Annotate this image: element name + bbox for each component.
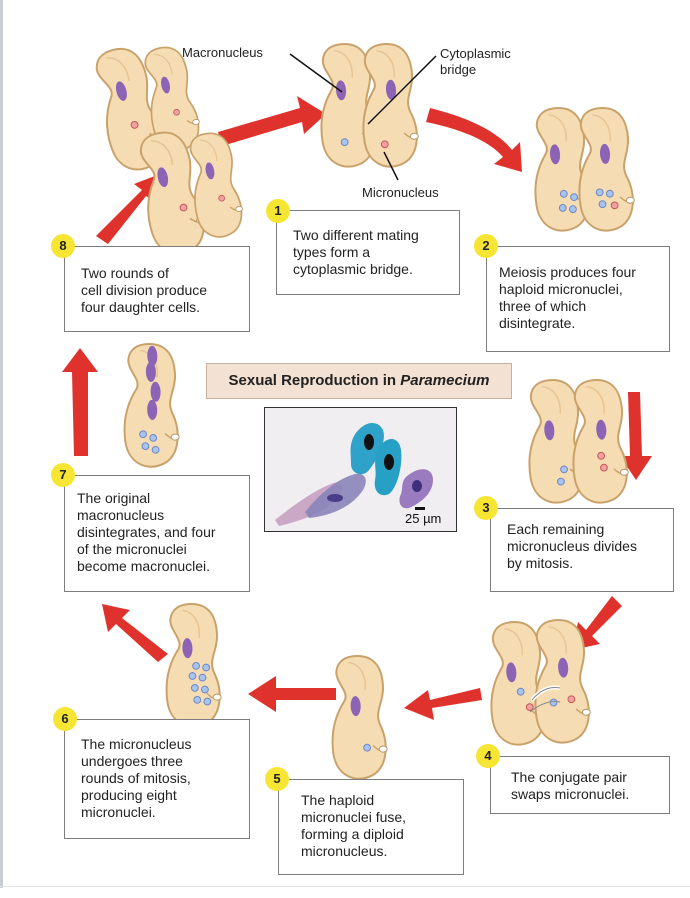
step-8-badge: 8: [51, 234, 75, 258]
cells-swap: [484, 617, 594, 748]
step-3-box: Each remaining micronucleus divides by m…: [490, 508, 674, 592]
step-5-badge: 5: [265, 767, 289, 791]
step-4-badge: 4: [476, 744, 500, 768]
micrograph-photo: 25 µm: [264, 407, 457, 532]
step-2-badge: 2: [474, 234, 498, 258]
title-organism: Paramecium: [400, 372, 490, 389]
cell-new-macronuclei: [120, 342, 182, 469]
arrow-8-to-1: [218, 96, 326, 146]
scale-bar-label: 25 µm: [405, 511, 442, 526]
step-4-box: The conjugate pair swaps micronuclei.: [490, 756, 670, 814]
cells-meiosis: [528, 105, 638, 234]
step-6-badge: 6: [53, 707, 77, 731]
step-3-badge: 3: [474, 496, 498, 520]
step-1-box: Two different mating types form a cytopl…: [276, 210, 460, 295]
step-3-text: Each remaining micronucleus divides by m…: [507, 521, 637, 571]
diagram-title: Sexual Reproduction in Paramecium: [206, 363, 512, 399]
arrow-6-to-7: [102, 604, 168, 662]
step-8-box: Two rounds of cell division produce four…: [64, 246, 250, 332]
cycle-arrows: [62, 96, 652, 720]
label-micronucleus: Micronucleus: [362, 185, 439, 200]
step-2-text: Meiosis produces four haploid micronucle…: [499, 264, 636, 331]
micrograph-art: [265, 408, 456, 531]
cells-mitosis: [522, 377, 632, 506]
step-1-text: Two different mating types form a cytopl…: [293, 227, 419, 277]
step-6-box: The micronucleus undergoes three rounds …: [64, 719, 250, 839]
title-prefix: Sexual Reproduction in: [228, 372, 401, 389]
step-8-text: Two rounds of cell division produce four…: [81, 265, 208, 315]
arrow-2-to-3: [620, 392, 652, 480]
left-border: [0, 0, 3, 888]
step-1-badge: 1: [266, 199, 290, 223]
step-7-text: The original macronucleus disintegrates,…: [77, 490, 216, 574]
arrow-7-to-8: [62, 348, 98, 456]
arrow-8-up: [96, 174, 160, 244]
arrow-5-to-6: [248, 676, 336, 712]
label-leader-lines: [289, 53, 437, 181]
arrow-3-to-4: [572, 596, 622, 650]
step-7-badge: 7: [51, 463, 75, 487]
label-macronucleus: Macronucleus: [182, 45, 263, 60]
cells-conjugating-pair: [314, 41, 422, 170]
cell-fusion: [328, 654, 390, 781]
cell-eight-micronuclei: [162, 602, 224, 729]
step-5-box: The haploid micronuclei fuse, forming a …: [278, 779, 464, 875]
arrow-1-to-2: [426, 108, 522, 172]
label-cytoplasmic-bridge: Cytoplasmic bridge: [440, 46, 511, 77]
step-5-text: The haploid micronuclei fuse, forming a …: [301, 792, 407, 859]
bottom-border: [0, 886, 690, 887]
step-4-text: The conjugate pair swaps micronuclei.: [511, 769, 630, 802]
arrow-4-to-5: [404, 688, 482, 720]
step-7-box: The original macronucleus disintegrates,…: [64, 475, 250, 592]
step-2-box: Meiosis produces four haploid micronucle…: [486, 246, 670, 352]
step-6-text: The micronucleus undergoes three rounds …: [81, 736, 192, 820]
